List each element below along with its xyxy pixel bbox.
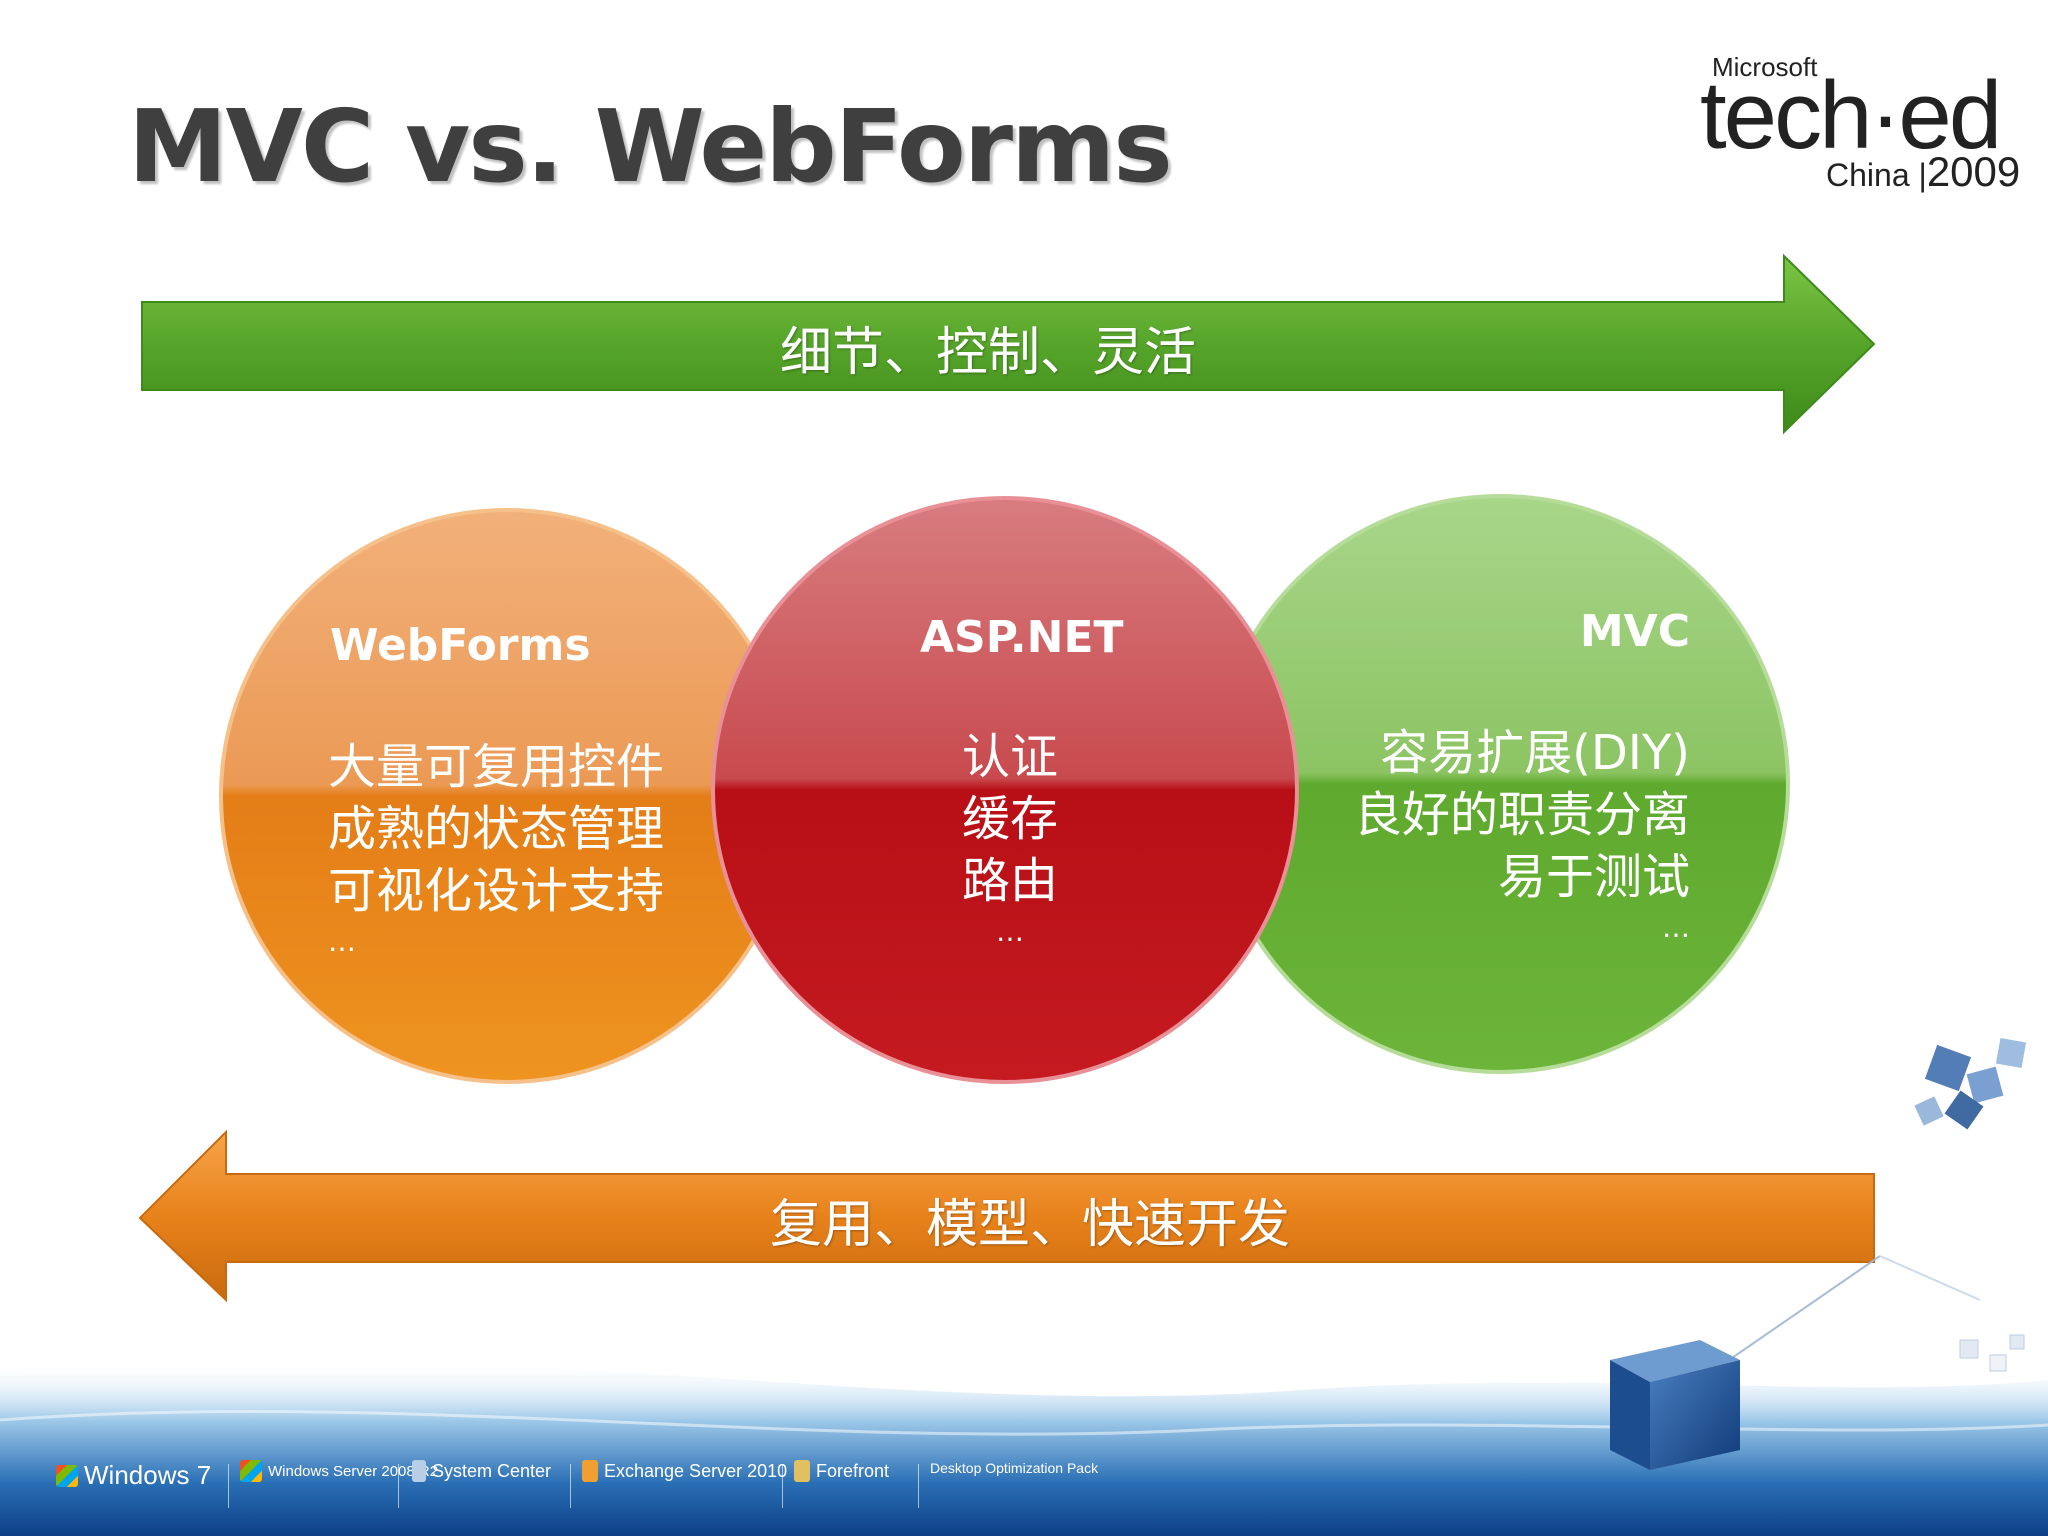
aspnet-features: 认证 缓存 路由 … [920, 726, 1100, 952]
mvc-more: … [1662, 911, 1690, 944]
mvc-feature: 容易扩展(DIY) [1380, 725, 1690, 781]
product-exchange-server: Exchange Server 2010 [582, 1460, 787, 1482]
bottom-arrow [138, 1129, 1875, 1303]
footer-product-logos: Windows 7 Windows Server 2008 R2 System … [0, 1460, 2048, 1520]
system-center-icon [412, 1460, 426, 1482]
mvc-feature: 良好的职责分离 [1353, 787, 1690, 843]
webforms-feature: 大量可复用控件 [328, 739, 665, 795]
webforms-feature: 成熟的状态管理 [328, 801, 665, 857]
exchange-icon [582, 1460, 598, 1482]
windows-flag-icon [56, 1464, 78, 1487]
aspnet-more: … [996, 915, 1024, 948]
decorative-cubes [1699, 1037, 2027, 1381]
top-arrow-label: 细节、控制、灵活 [780, 323, 1197, 383]
aspnet-feature: 缓存 [961, 791, 1058, 847]
logo-teched: tech·ed [1700, 62, 2002, 169]
mvc-features: 容易扩展(DIY) 良好的职责分离 易于测试 … [1180, 722, 1690, 948]
aspnet-feature: 路由 [961, 853, 1058, 909]
mvc-feature: 易于测试 [1497, 849, 1690, 905]
mvc-title: MVC [1579, 606, 1690, 657]
aspnet-feature: 认证 [961, 729, 1058, 785]
product-windows-server: Windows Server 2008 R2 [240, 1460, 438, 1482]
webforms-features: 大量可复用控件 成熟的状态管理 可视化设计支持 … [328, 736, 664, 962]
bottom-arrow-label: 复用、模型、快速开发 [770, 1195, 1291, 1255]
product-forefront: Forefront [794, 1460, 889, 1482]
logo-china-year: China |2009 [1826, 148, 2021, 195]
webforms-title: WebForms [330, 620, 591, 671]
footer-band [0, 1359, 2048, 1536]
slide-title: MVC vs. WebForms [128, 88, 1173, 205]
top-arrow [141, 253, 1876, 435]
product-desktop-optimization: Desktop Optimization Pack [930, 1460, 1099, 1476]
aspnet-circle [711, 496, 1299, 1084]
logo-microsoft: Microsoft [1712, 52, 1818, 82]
webforms-more: … [328, 925, 356, 958]
product-windows7: Windows 7 [56, 1460, 211, 1491]
webforms-feature: 可视化设计支持 [328, 863, 665, 919]
product-system-center: System Center [412, 1460, 551, 1482]
windows-flag-icon [240, 1460, 262, 1482]
aspnet-title: ASP.NET [920, 612, 1124, 663]
decorative-big-cube [1610, 1340, 1740, 1470]
forefront-icon [794, 1460, 810, 1482]
teched-logo: Microsoft tech·ed China |2009 [1700, 52, 2020, 202]
